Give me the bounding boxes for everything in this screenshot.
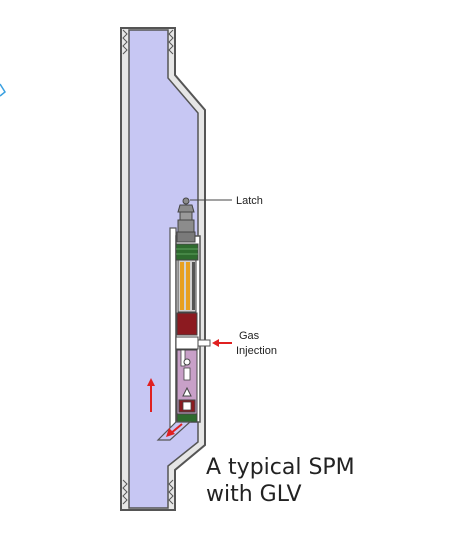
edge-mark-icon — [0, 83, 6, 97]
latch-label: Latch — [236, 195, 263, 207]
valve-body — [177, 259, 197, 313]
valve-dome-red — [176, 312, 198, 336]
top-left-thread — [122, 29, 128, 55]
upward-flow-arrow — [147, 378, 155, 412]
upper-packing-seal — [175, 243, 199, 261]
caption-line2: with GLV — [206, 482, 302, 507]
top-right-thread — [168, 29, 174, 55]
side-pocket-guide — [169, 227, 177, 434]
bottom-left-thread — [122, 479, 128, 505]
lower-packing-seal — [176, 413, 198, 423]
check-valve-section — [176, 349, 198, 415]
outlet-flow-arrow — [166, 423, 183, 437]
latch-assembly — [176, 197, 196, 243]
gas-label-line2: Injection — [236, 345, 277, 357]
gas-injection-arrow — [212, 339, 232, 347]
bottom-right-thread — [168, 479, 174, 505]
gas-injection-port — [175, 336, 211, 350]
caption-line1: A typical SPM — [206, 455, 355, 480]
gas-label-line1: Gas — [239, 330, 260, 342]
